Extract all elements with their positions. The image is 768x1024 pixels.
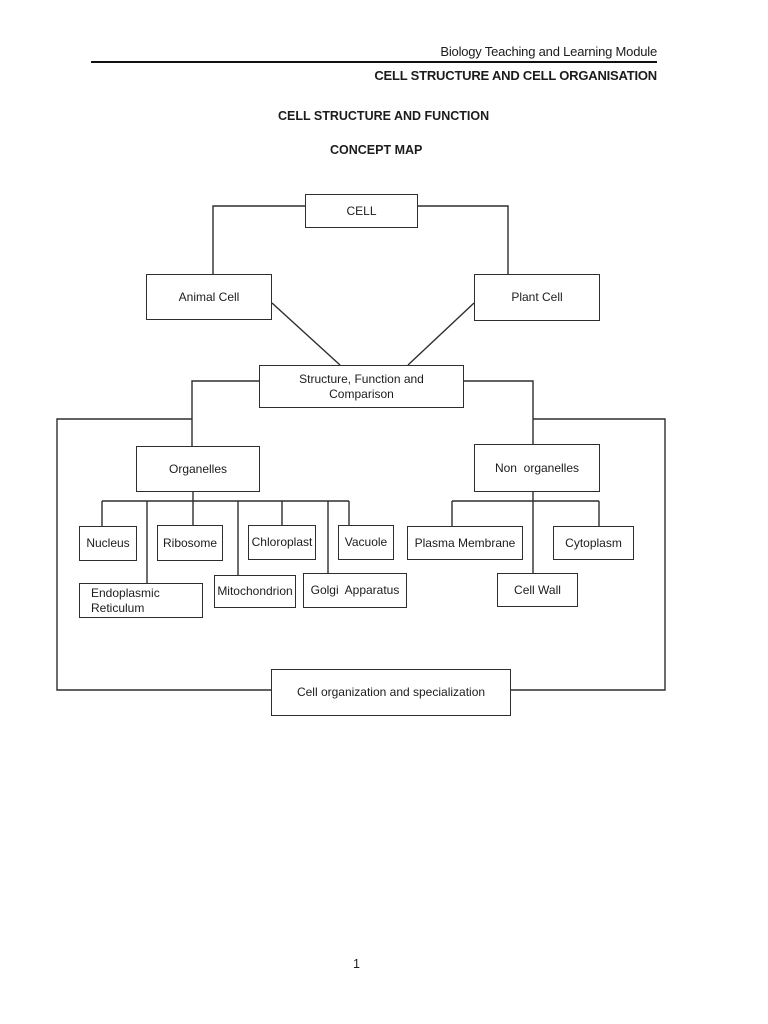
connector-plant-structure [407,302,475,366]
node-nucleus: Nucleus [79,526,137,561]
node-animal-cell: Animal Cell [146,274,272,320]
node-cell-organization: Cell organization and specialization [271,669,511,716]
node-mitochondrion: Mitochondrion [214,575,296,608]
node-cell: CELL [305,194,418,228]
node-endoplasmic-reticulum: Endoplasmic Reticulum [79,583,203,618]
header-rule [91,61,657,63]
connector-structure-non-organelles [463,380,534,444]
connector-cell-plant [417,205,509,274]
connector-cell-animal [212,205,305,274]
node-cytoplasm: Cytoplasm [553,526,634,560]
connector-structure-organelles [191,380,259,446]
header-module-title: Biology Teaching and Learning Module [440,44,657,59]
node-golgi-apparatus: Golgi Apparatus [303,573,407,608]
node-non-organelles: Non organelles [474,444,600,492]
node-organelles: Organelles [136,446,260,492]
page-title: CELL STRUCTURE AND FUNCTION [278,109,490,123]
node-structure-function-comparison: Structure, Function and Comparison [259,365,464,408]
header-chapter-title: CELL STRUCTURE AND CELL ORGANISATION [374,68,657,83]
node-vacuole: Vacuole [338,525,394,560]
page-number: 1 [353,957,360,971]
page-subtitle: CONCEPT MAP [330,143,423,157]
node-chloroplast: Chloroplast [248,525,316,560]
node-plasma-membrane: Plasma Membrane [407,526,523,560]
node-plant-cell: Plant Cell [474,274,600,321]
connector-animal-structure [271,302,341,366]
node-cell-wall: Cell Wall [497,573,578,607]
node-ribosome: Ribosome [157,525,223,561]
